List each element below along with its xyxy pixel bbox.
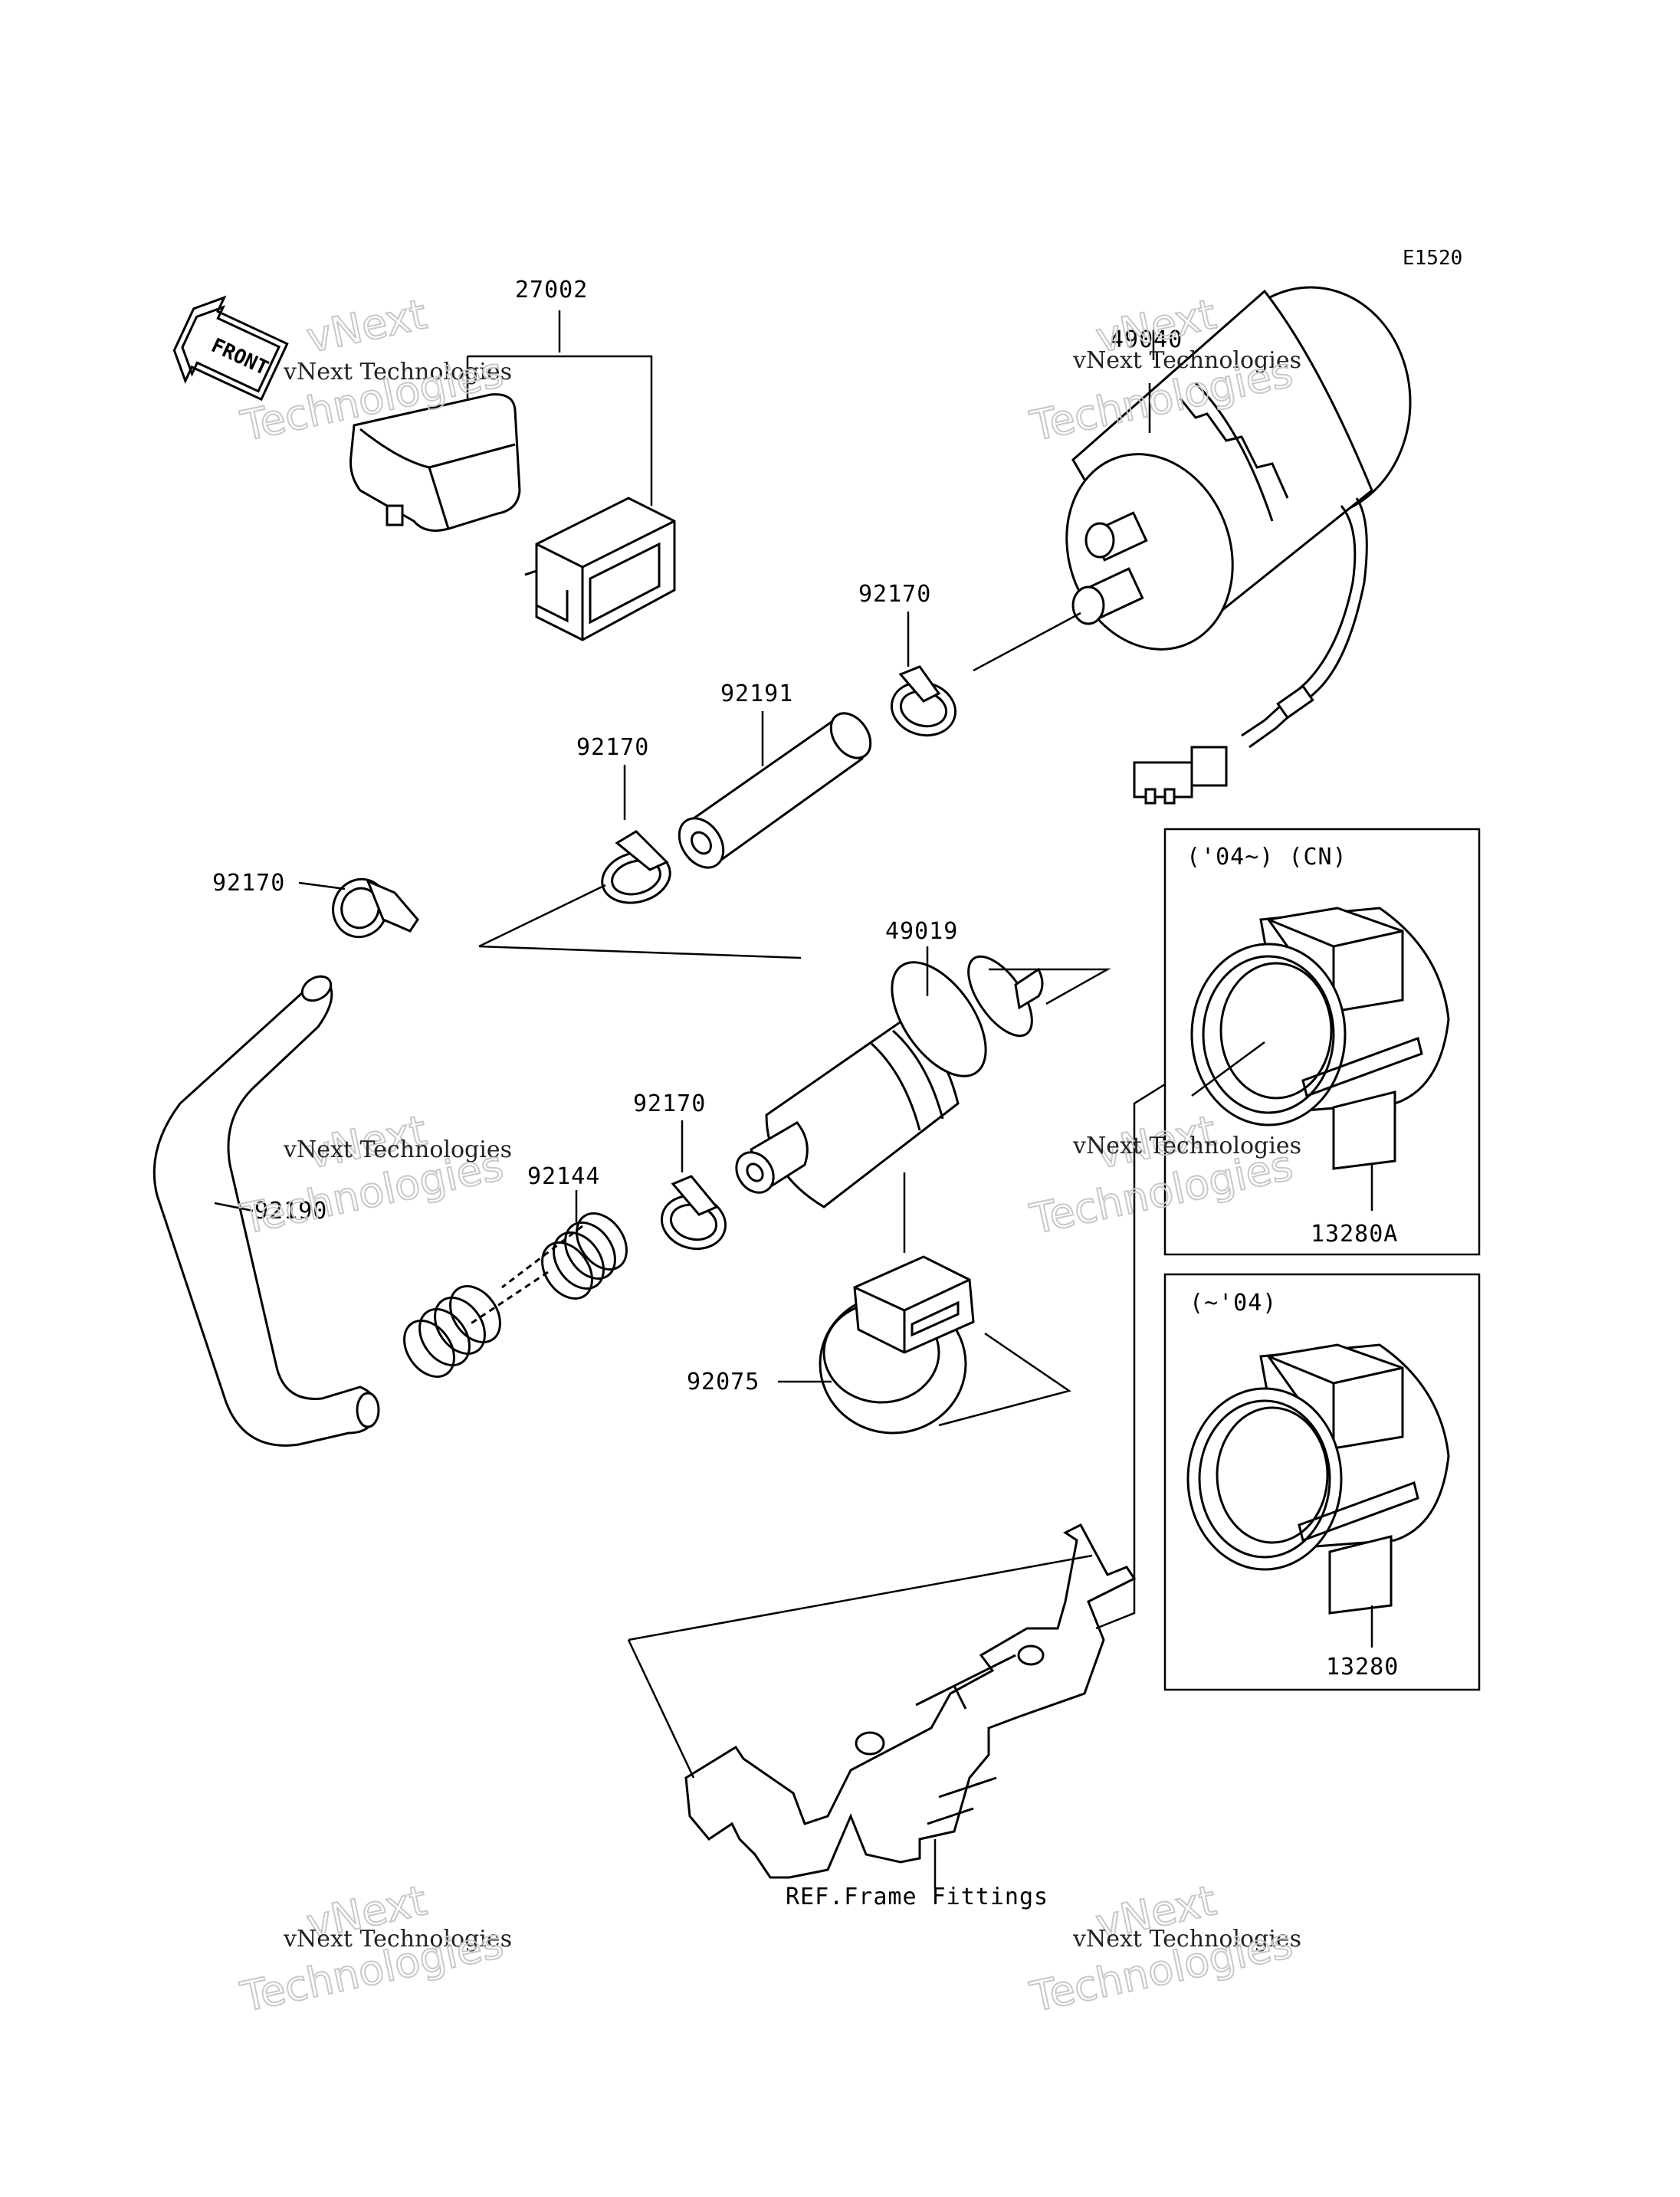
watermark-line1: vNext: [303, 290, 431, 362]
watermark-line2: vNext Technologies: [283, 1926, 512, 1953]
part-92144-spring: [403, 1212, 628, 1378]
watermark-line2: vNext Technologies: [283, 359, 512, 385]
part-92170-clamp-a: [890, 665, 957, 737]
part-49019-fuel-filter: [735, 955, 1044, 1208]
inset-box-pre04: [1163, 1273, 1481, 1691]
watermark-line2: vNext Technologies: [1072, 1926, 1301, 1953]
frame-bracket: [684, 1523, 1137, 1879]
inset-box-cn: [1163, 828, 1481, 1256]
diagram-code: E1520: [1403, 247, 1462, 270]
part-label-92170-d: 92170: [633, 1090, 706, 1117]
part-49040-fuel-pump: [1065, 286, 1412, 805]
part-92191-hose: [678, 712, 872, 869]
reference-frame-fittings: REF.Frame Fittings: [786, 1884, 1048, 1910]
front-arrow-icon: FRONT: [172, 295, 289, 402]
part-label-27002: 27002: [515, 277, 588, 303]
inset-header-cn: ('04~) (CN): [1186, 844, 1347, 871]
part-92170-clamp-b: [601, 830, 671, 904]
watermark-line2: vNext Technologies: [1072, 1133, 1301, 1159]
watermark-mid-left: vNext vNext Technologies Technologies: [236, 1105, 512, 1244]
part-label-92170-b: 92170: [576, 734, 649, 761]
part-label-92191: 92191: [720, 680, 793, 707]
part-label-49040: 49040: [1110, 326, 1183, 353]
part-label-92144: 92144: [527, 1163, 600, 1190]
watermark-line2: vNext Technologies: [283, 1136, 512, 1163]
part-92170-clamp-c: [332, 877, 419, 939]
part-label-49019: 49019: [885, 918, 958, 945]
part-13280-relay-holder: [1186, 1343, 1450, 1615]
watermark-bottom-right: vNext vNext Technologies Technologies: [1025, 1875, 1301, 2022]
watermark-line2: vNext Technologies: [1072, 347, 1301, 374]
part-92190-fuel-hose: [153, 975, 380, 1447]
part-92075-clamp: [819, 1172, 975, 1435]
part-label-92075: 92075: [687, 1369, 760, 1395]
inset-header-pre04: (~'04): [1189, 1290, 1277, 1317]
watermark-mid-right: vNext vNext Technologies Technologies: [1025, 1105, 1301, 1244]
part-label-92170-c: 92170: [212, 870, 285, 897]
part-label-92170-a: 92170: [858, 581, 931, 608]
part-27002-relay: [349, 393, 676, 641]
part-label-13280A: 13280A: [1311, 1221, 1398, 1248]
part-92170-clamp-d: [660, 1175, 727, 1251]
part-label-13280: 13280: [1326, 1654, 1399, 1681]
part-13280A-relay-holder: [1190, 907, 1450, 1170]
watermark-bottom-left: vNext vNext Technologies Technologies: [236, 1875, 512, 2022]
part-label-92190: 92190: [254, 1198, 327, 1225]
